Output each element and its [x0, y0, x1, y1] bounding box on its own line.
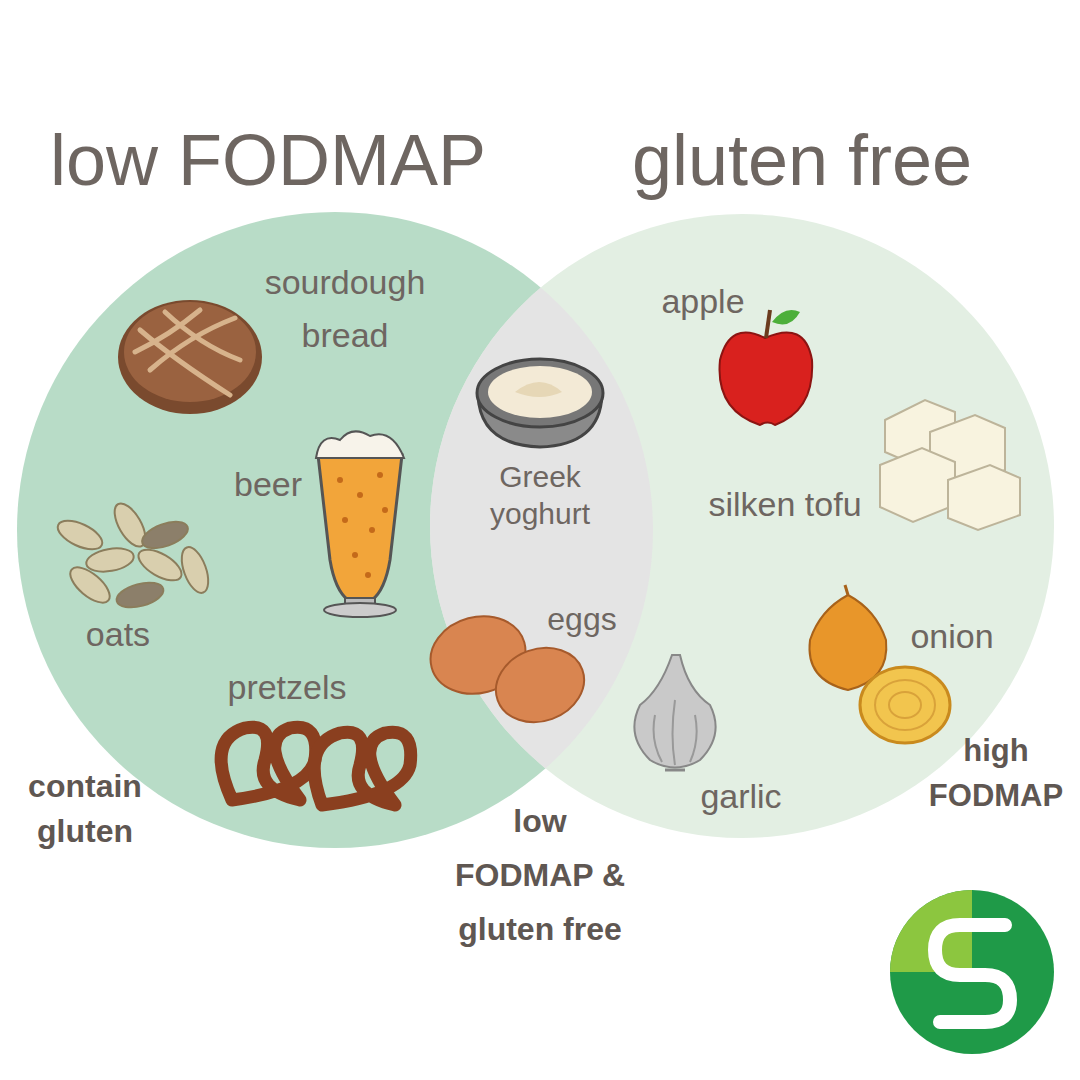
- tofu-icon: [880, 400, 1020, 530]
- food-label: apple: [648, 281, 758, 321]
- onion-icon: [809, 585, 950, 743]
- oats-icon: [54, 499, 214, 612]
- yoghurt-icon: [477, 359, 603, 447]
- intersection-fill: [430, 214, 1054, 838]
- food-label: oats: [63, 614, 173, 654]
- food-label: onion: [897, 616, 1007, 656]
- set-heading: low FODMAP: [50, 124, 486, 196]
- region-label: high FODMAP: [925, 728, 1067, 818]
- food-label: beer: [213, 464, 323, 504]
- bread-icon: [118, 300, 262, 414]
- food-label: sourdough bread: [245, 256, 445, 362]
- logo-icon: [890, 890, 1054, 1054]
- garlic-icon: [634, 655, 715, 770]
- beer-icon: [316, 431, 404, 617]
- apple-icon: [720, 310, 813, 425]
- food-label: silken tofu: [670, 484, 900, 524]
- pretzel-icon: [221, 727, 411, 805]
- food-label: eggs: [537, 600, 627, 638]
- region-label: contain gluten: [10, 764, 160, 854]
- right-circle-fill: [430, 214, 1054, 838]
- food-label: Greek yoghurt: [470, 458, 610, 532]
- region-label: low FODMAP & gluten free: [445, 794, 635, 956]
- set-heading: gluten free: [632, 124, 972, 196]
- food-label: pretzels: [202, 667, 372, 707]
- food-label: garlic: [681, 776, 801, 816]
